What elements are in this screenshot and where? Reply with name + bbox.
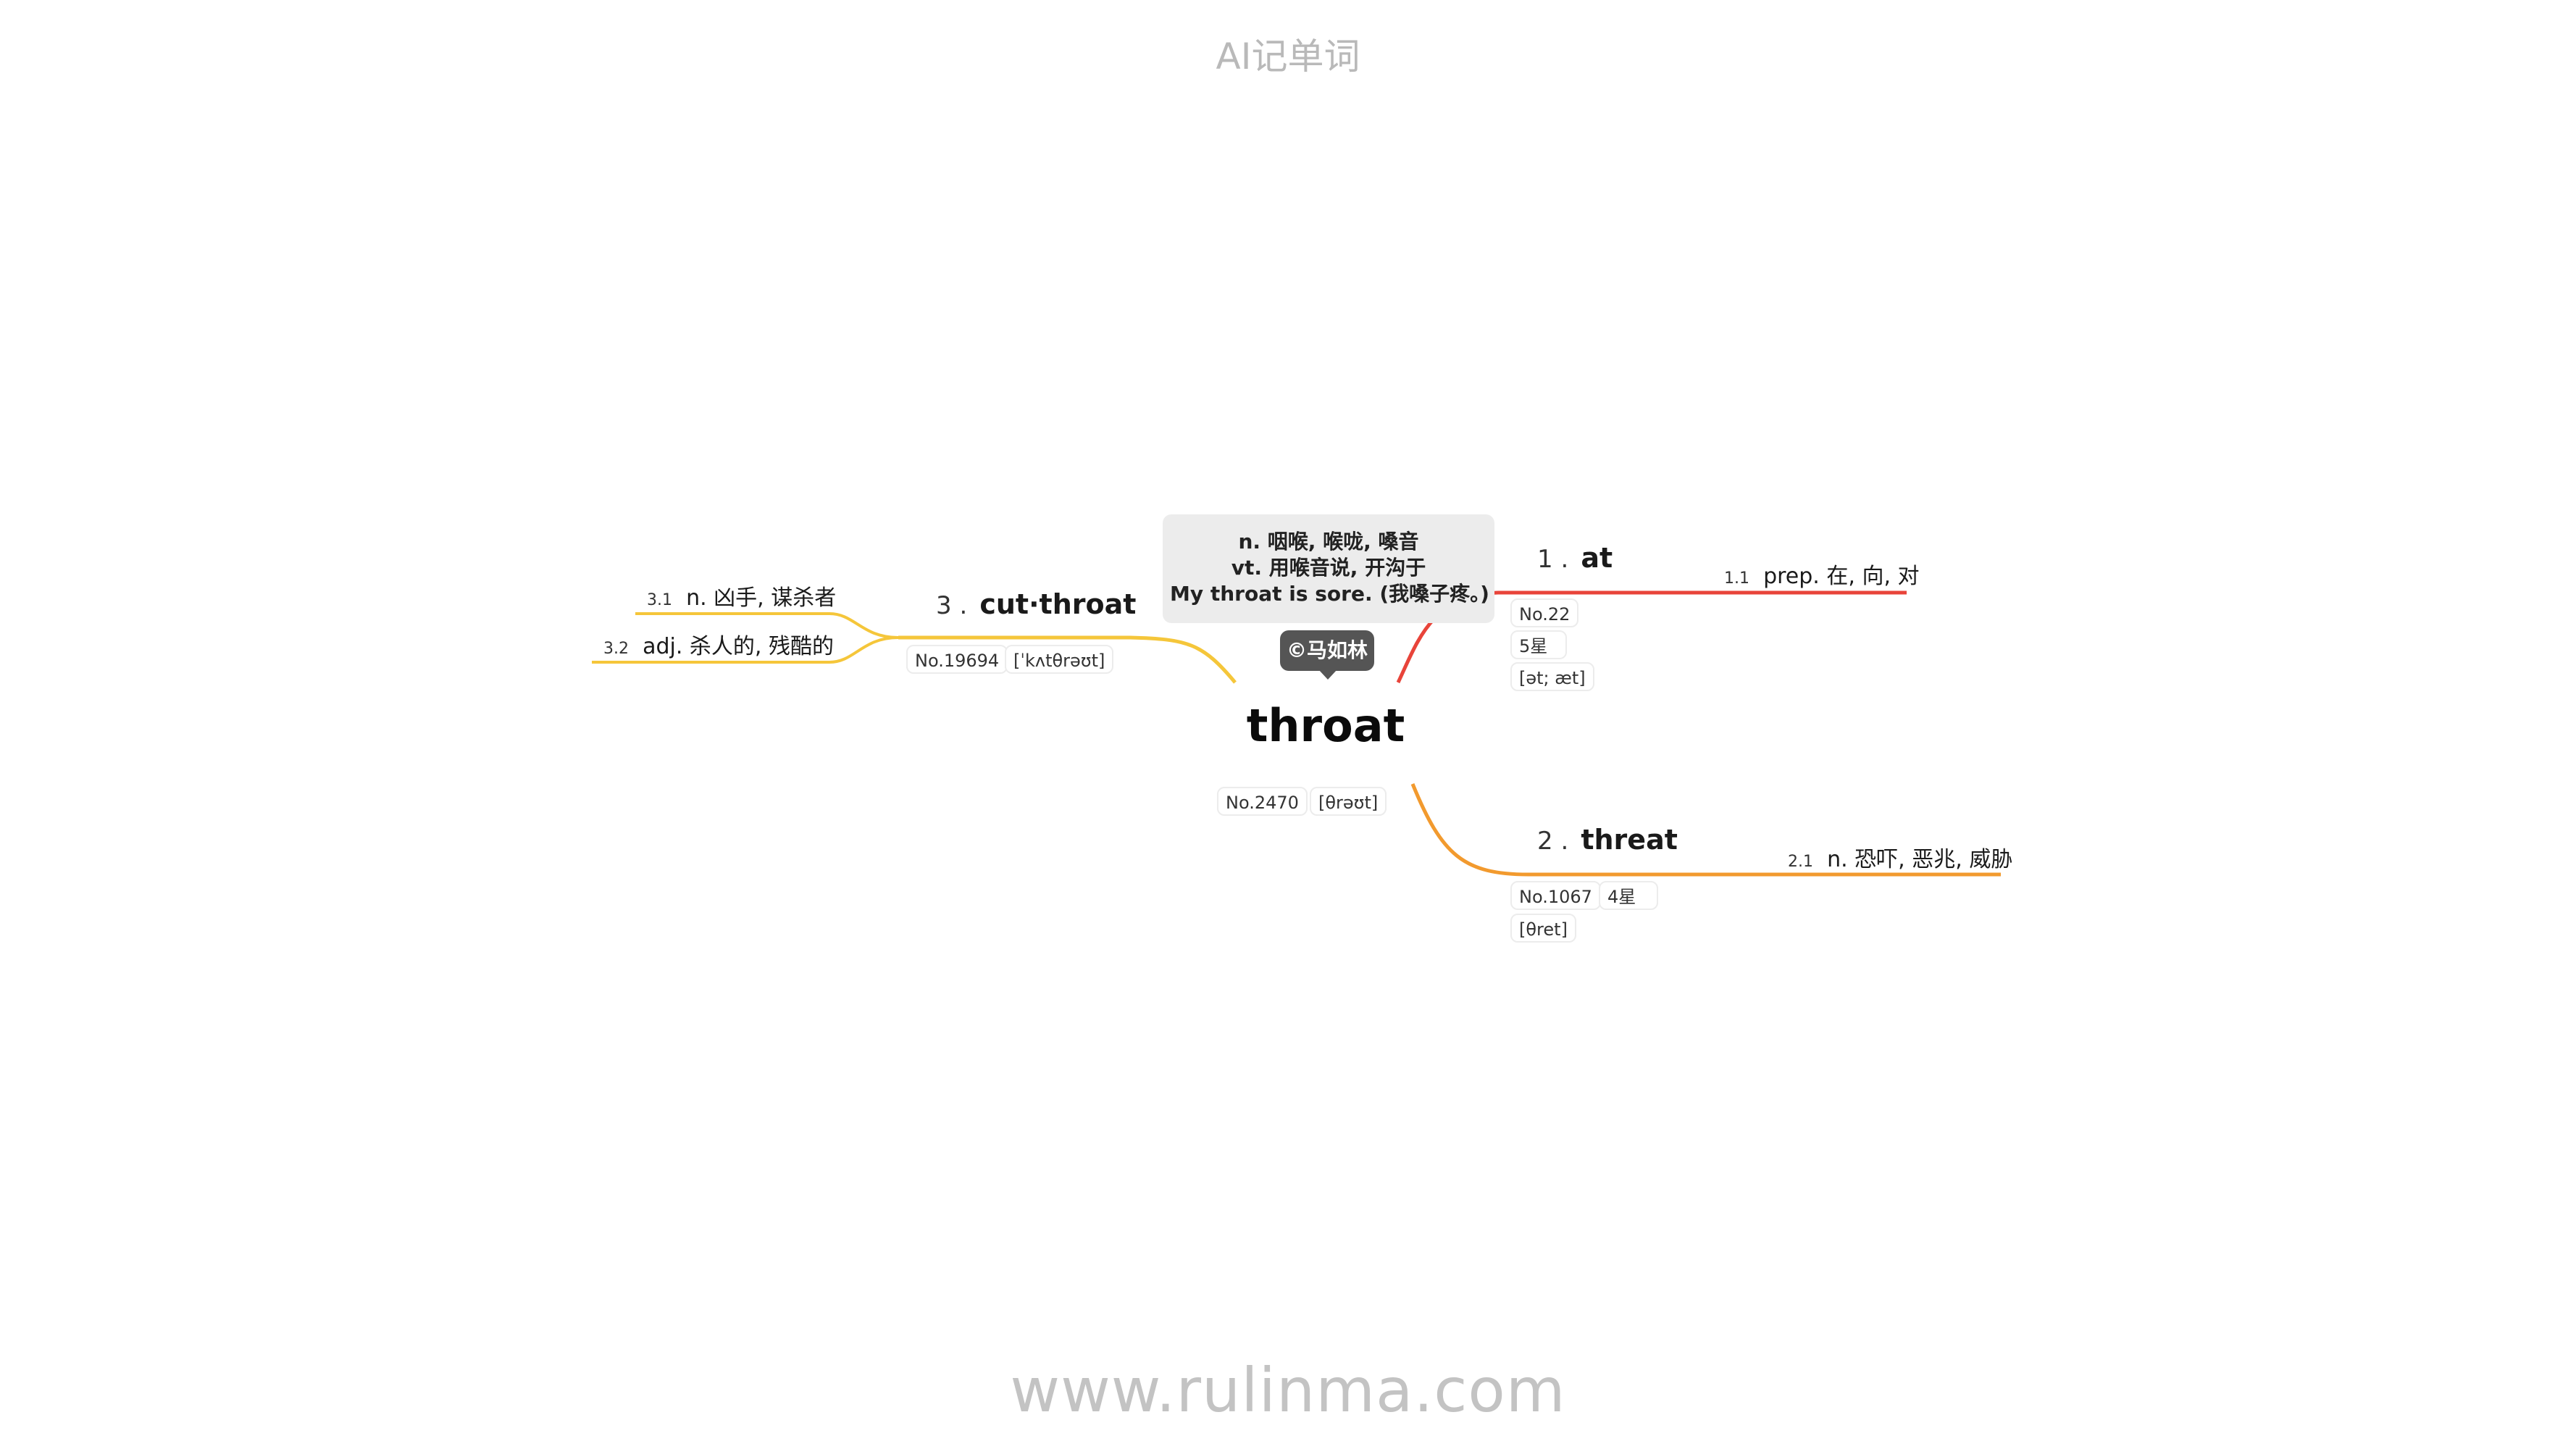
branch-rank-tag: No.1067 bbox=[1510, 881, 1601, 910]
center-rank-tag: No.2470 bbox=[1217, 787, 1308, 816]
definition-card: n. 咽喉, 喉咙, 嗓音 vt. 用喉音说, 开沟于 My throat is… bbox=[1163, 514, 1494, 623]
branch-phonetic-tag: [ət; æt] bbox=[1510, 662, 1594, 691]
sense-3-1: 3.1 n. 凶手, 谋杀者 bbox=[647, 580, 836, 611]
branch-number: 1 . bbox=[1537, 545, 1569, 574]
branch-word: threat bbox=[1581, 824, 1678, 856]
branch-phonetic-tag: [θret] bbox=[1510, 914, 1576, 943]
sense-text: n. 凶手, 谋杀者 bbox=[686, 585, 837, 611]
branch-rank-tag: No.19694 bbox=[906, 645, 1008, 674]
link-center-threat bbox=[1410, 783, 2001, 877]
branch-number: 3 . bbox=[936, 591, 968, 620]
sense-1-1: 1.1 prep. 在, 向, 对 bbox=[1724, 558, 1920, 590]
center-word: throat bbox=[1246, 699, 1405, 752]
sense-text: n. 恐吓, 恶兆, 威胁 bbox=[1827, 847, 2013, 872]
sense-number: 3.1 bbox=[647, 591, 672, 609]
sense-text: prep. 在, 向, 对 bbox=[1763, 564, 1920, 589]
definition-line: vt. 用喉音说, 开沟于 bbox=[1231, 556, 1426, 580]
link-center-cutthroat bbox=[898, 635, 1237, 684]
branch-word: at bbox=[1581, 542, 1613, 574]
center-phonetic-tag: [θrəʊt] bbox=[1310, 787, 1387, 816]
definition-line: My throat is sore. (我嗓子疼。) bbox=[1170, 582, 1489, 606]
branch-star-tag: 5星 bbox=[1510, 630, 1567, 659]
author-badge: ©马如林 bbox=[1280, 630, 1374, 671]
sense-text: adj. 杀人的, 残酷的 bbox=[643, 634, 834, 659]
branch-number: 2 . bbox=[1537, 827, 1569, 856]
definition-line: n. 咽喉, 喉咙, 嗓音 bbox=[1238, 530, 1419, 554]
sense-2-1: 2.1 n. 恐吓, 恶兆, 威胁 bbox=[1788, 841, 2012, 873]
link-cutthroat-sense-2 bbox=[592, 636, 899, 664]
site-title: AI记单词 bbox=[1216, 36, 1360, 78]
link-cutthroat-sense-1 bbox=[635, 612, 899, 639]
sense-3-2: 3.2 adj. 杀人的, 残酷的 bbox=[603, 628, 834, 660]
sense-number: 2.1 bbox=[1788, 853, 1813, 871]
author-badge-pointer bbox=[1318, 669, 1337, 680]
sense-number: 3.2 bbox=[603, 640, 629, 658]
branch-cutthroat: 3 . cut·throat bbox=[936, 588, 1136, 620]
branch-rank-tag: No.22 bbox=[1510, 598, 1579, 627]
branch-star-tag: 4星 bbox=[1599, 881, 1658, 910]
branch-word: cut·throat bbox=[979, 588, 1137, 620]
branch-at: 1 . at bbox=[1537, 542, 1613, 574]
branch-threat: 2 . threat bbox=[1537, 824, 1678, 856]
sense-number: 1.1 bbox=[1724, 569, 1749, 588]
branch-phonetic-tag: [ˈkʌtθrəʊt] bbox=[1005, 645, 1114, 674]
watermark: www.rulinma.com bbox=[1010, 1355, 1566, 1426]
